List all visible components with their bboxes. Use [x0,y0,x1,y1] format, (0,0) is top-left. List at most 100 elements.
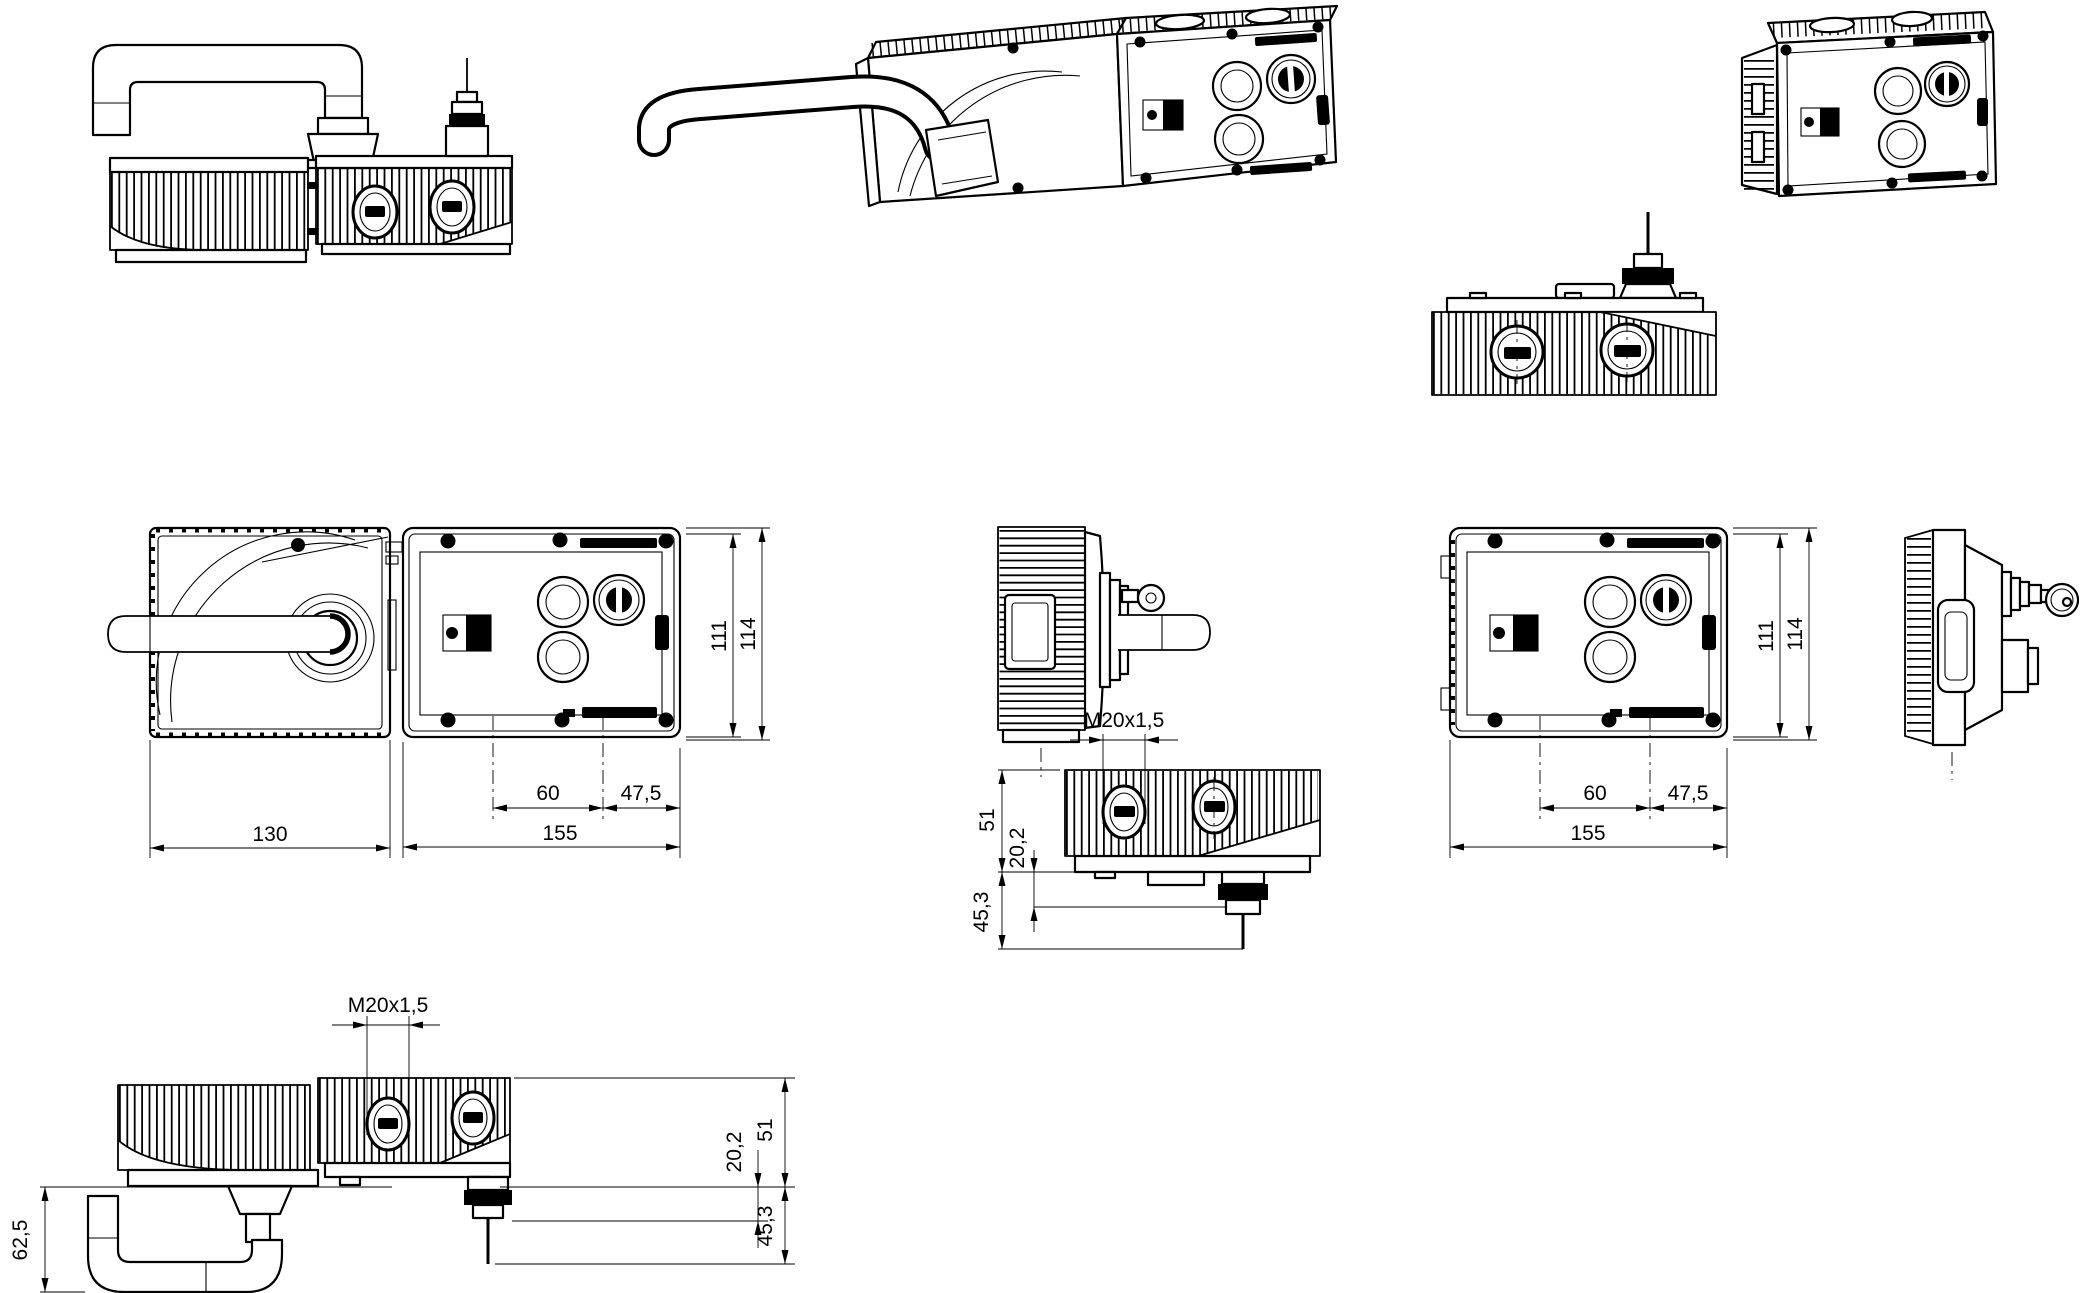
dim-m20-label: M20x1,5 [1084,709,1165,732]
handle-swing-arc [155,531,356,716]
dimension-51-20-2-45-3: 51 20,2 45,3 [970,769,1243,950]
door-handle [1118,614,1211,651]
actuator-tab [442,614,492,652]
ribbed-housing-switch-module [317,1077,511,1164]
dim-45-3-label: 45,3 [970,892,993,933]
handle-swing-arc [897,70,1063,193]
door-handle [107,613,351,655]
mounting-plate [1445,296,1705,314]
cable-gland [444,58,490,158]
view-bottom-switch-gland-down: M20x1,5 51 20,2 45,3 [970,709,1321,950]
view-plan-handle-switch: 130 155 60 47,5 111 1 [107,526,770,858]
dimension-60-47-5: 60 47,5 [1539,716,1727,820]
dim-20-2-label: 20,2 [723,1132,746,1173]
cable-entry-plug [365,1096,411,1152]
dimension-M20: M20x1,5 [1070,709,1178,824]
key [2044,582,2080,618]
ribbed-housing-switch-module [315,167,513,256]
mounting-plate [126,1168,320,1188]
dim-20-2-label: 20,2 [1006,828,1029,869]
dimension-60-47-5: 60 47,5 [492,716,680,820]
indicator-window [1977,98,1988,126]
ribbed-housing [1431,311,1717,396]
label-bar [580,538,657,548]
handle-boss [924,118,1000,198]
label-bar [1254,32,1318,47]
cable-entry-plug [351,184,399,240]
side-rib-column [1740,43,1779,196]
cable-entry-plug [1599,318,1655,382]
cable-entry-plug [1191,777,1237,839]
dim-130-label: 130 [252,823,287,846]
dim-111-label: 111 [1755,620,1778,652]
label-bar [1629,707,1704,718]
actuator-tab [1489,614,1539,652]
dim-51-label: 51 [754,1118,777,1141]
terminal-block [1146,870,1206,887]
view-side-handle-module [997,526,1211,777]
key-switch [1639,573,1693,627]
view-side-elevation-handle-up [91,43,514,264]
actuator-tab [1800,107,1840,137]
cable-entry-plug [1101,784,1147,840]
dim-62-5-label: 62,5 [9,1220,32,1261]
indicator-window [1316,94,1330,126]
dim-47-5-label: 47,5 [1668,782,1709,805]
dim-47-5-label: 47,5 [621,782,662,805]
key-cylinder-shaft [2000,570,2052,618]
window [1936,598,1976,694]
label-bar [1249,161,1313,176]
dim-m20-label: M20x1,5 [348,994,429,1017]
view-side-switch-key [1904,528,2080,780]
window [1003,593,1057,671]
dim-60-label: 60 [536,782,559,805]
dim-155-label: 155 [1570,822,1605,845]
pushbutton [1211,60,1263,112]
dimension-62-5: 62,5 [9,1186,392,1293]
cable-entry-plug [428,179,476,235]
dim-60-label: 60 [1583,782,1606,805]
switch-module [401,526,682,739]
label-bar [582,707,657,718]
label-bar [1907,170,1967,183]
dim-114-label: 114 [737,617,760,651]
dimension-M20: M20x1,5 [332,994,440,1135]
key-switch [1923,60,1971,108]
cable-entry-plug [450,1090,496,1146]
cable-gland [464,1175,512,1264]
cable-entry-plug [1489,320,1545,384]
dimension-111-114: 111 114 [1733,527,1817,741]
indicator-window [655,615,669,650]
view-isometric-with-handle [637,4,1339,208]
view-plan-switch-only: 155 60 47,5 111 114 [1440,526,1817,858]
ribbed-housing-handle-module [109,171,309,264]
pushbutton [1583,575,1637,629]
cable-gland [1218,870,1268,949]
switch-module [1448,526,1729,739]
dimension-155: 155 [1449,740,1728,858]
view-top-switch-gland-up [1431,212,1717,396]
view-bottom-handle-down: M20x1,5 62,5 51 20,2 45,3 [9,994,795,1293]
dim-51-label: 51 [976,808,999,831]
dim-111-label: 111 [708,620,731,652]
pushbutton [536,630,590,684]
lower-boss [2000,638,2040,694]
handle-module [107,526,392,739]
base-plate [1001,728,1081,744]
label-bar [1912,34,1972,47]
handle-knuckle [1136,583,1166,613]
dim-155-label: 155 [542,822,577,845]
mounting-plate [323,1161,512,1179]
ribbed-housing-handle-module [117,1084,311,1171]
handle-boss [226,1184,294,1244]
actuator-tab [1142,99,1184,131]
cable-gland [1618,252,1678,300]
pushbutton [1583,630,1637,684]
dimension-51-20-2-45-3: 51 20,2 45,3 [495,1077,795,1265]
dim-114-label: 114 [1784,617,1807,651]
dim-45-3-label: 45,3 [754,1206,777,1247]
key-switch [592,573,646,627]
indicator-window [1702,615,1716,650]
pushbutton [1877,119,1927,169]
